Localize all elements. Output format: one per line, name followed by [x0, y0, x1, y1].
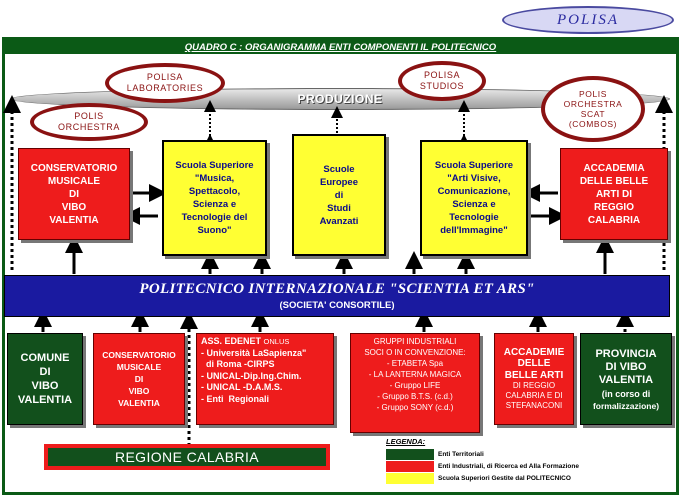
ellipse-polis-orchestra: POLIS ORCHESTRA [30, 103, 148, 141]
gruppi-item: - ETABETA Spa [386, 359, 444, 368]
politecnico-banner: POLITECNICO INTERNAZIONALE "SCIENTIA ET … [4, 275, 670, 317]
box-comune-vibo: COMUNE DI VIBO VALENTIA [7, 333, 83, 425]
box-accademie-belle-arti: ACCADEMIE DELLE BELLE ARTI DI REGGIO CAL… [494, 333, 574, 425]
edenet-item: - UNICAL-Dip.Ing.Chim. [201, 370, 302, 381]
legend-title: LEGENDA: [386, 437, 426, 446]
legend: LEGENDA: Enti Territoriali Enti Industri… [386, 437, 674, 489]
header-title: QUADRO C : ORGANIGRAMMA ENTI COMPONENTI … [184, 41, 497, 53]
box-conservatorio-top: CONSERVATORIO MUSICALE DI VIBO VALENTIA [18, 148, 130, 240]
box-provincia-vibo: PROVINCIA DI VIBO VALENTIA (in corso di … [580, 333, 672, 425]
edenet-item: - Enti Regionali [201, 393, 270, 404]
legend-swatch-red [386, 460, 434, 472]
box-scuole-europee: Scuole Europee di Studi Avanzati [292, 134, 386, 256]
edenet-item: - UNICAL -D.A.M.S. [201, 382, 283, 392]
box-accademia-top: ACCADEMIA DELLE BELLE ARTI DI REGGIO CAL… [560, 148, 668, 240]
edenet-title: ASS. EDENET [201, 336, 262, 346]
gruppi-item: - Gruppo B.T.S. (c.d.) [377, 392, 453, 401]
provincia-sub2: formalizzazione) [592, 400, 660, 411]
regione-calabria-box: REGIONE CALABRIA [44, 444, 330, 470]
banner-subtitle: (SOCIETA' CONSORTILE) [279, 300, 395, 311]
gruppi-item: - LA LANTERNA MAGICA [368, 370, 462, 379]
provincia-sub1: (in corso di [601, 388, 651, 399]
box-scuola-arti: Scuola Superiore "Arti Visive, Comunicaz… [420, 140, 528, 256]
legend-label: Enti Industriali, di Ricerca ed Alla For… [438, 462, 579, 470]
edenet-title-row: ASS. EDENET ONLUS [201, 336, 329, 348]
box-conservatorio-bottom: CONSERVATORIO MUSICALE DI VIBO VALENTIA [93, 333, 185, 425]
production-label: PRODUZIONE [297, 92, 383, 106]
polisa-badge: POLISA [502, 6, 674, 34]
box-scuola-musica: Scuola Superiore "Musica, Spettacolo, Sc… [162, 140, 267, 256]
legend-label: Enti Territoriali [438, 450, 484, 458]
box-gruppi-industriali: GRUPPI INDUSTRIALI SOCI O IN CONVENZIONE… [350, 333, 480, 433]
gruppi-title: GRUPPI INDUSTRIALI SOCI O IN CONVENZIONE… [364, 337, 466, 357]
edenet-suffix: ONLUS [263, 337, 290, 346]
legend-row: Enti Territoriali [386, 448, 674, 460]
legend-row: Scuola Superiori Gestite dal POLITECNICO [386, 472, 674, 484]
polisa-badge-label: POLISA [557, 11, 619, 28]
edenet-item: - Università LaSapienza" [201, 347, 307, 358]
accademie-title: ACCADEMIE DELLE BELLE ARTI [503, 346, 565, 381]
ellipse-polisa-laboratories: POLISA LABORATORIES [105, 63, 225, 103]
outer-frame [2, 37, 679, 495]
banner-title: POLITECNICO INTERNAZIONALE "SCIENTIA ET … [139, 281, 535, 297]
regione-calabria-label: REGIONE CALABRIA [114, 449, 260, 465]
ellipse-polis-orchestra-scat: POLIS ORCHESTRA SCAT (COMBOS) [541, 76, 645, 142]
legend-row: Enti Industriali, di Ricerca ed Alla For… [386, 460, 674, 472]
header-bar: QUADRO C : ORGANIGRAMMA ENTI COMPONENTI … [5, 40, 676, 54]
accademie-sub: DI REGGIO CALABRIA E DI STEFANACONI [505, 381, 563, 411]
gruppi-item: - Gruppo LIFE [389, 381, 441, 390]
edenet-item: di Roma -CIRPS [201, 359, 275, 369]
box-ass-edenet: ASS. EDENET ONLUS - Università LaSapienz… [196, 333, 334, 425]
legend-swatch-yellow [386, 472, 434, 484]
gruppi-item: - Gruppo SONY (c.d.) [376, 403, 454, 412]
legend-swatch-green [386, 448, 434, 460]
provincia-title: PROVINCIA DI VIBO VALENTIA [595, 347, 657, 386]
ellipse-polisa-studios: POLISA STUDIOS [398, 61, 486, 101]
legend-label: Scuola Superiori Gestite dal POLITECNICO [438, 474, 571, 482]
